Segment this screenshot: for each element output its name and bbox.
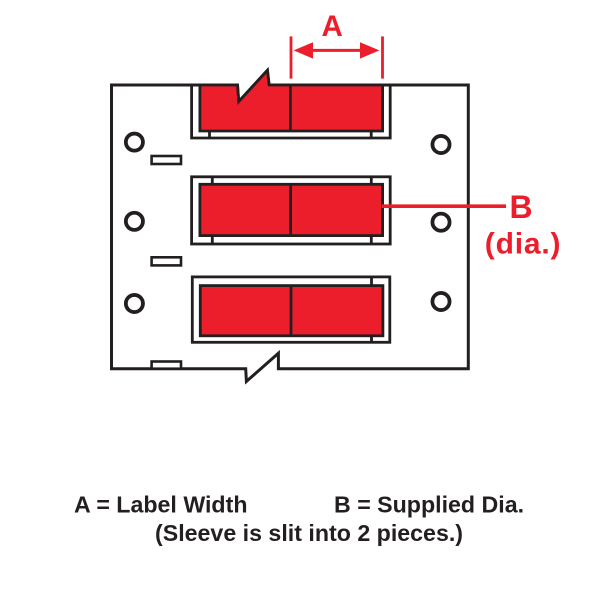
svg-text:(Sleeve is slit into 2 pieces.: (Sleeve is slit into 2 pieces.)	[155, 520, 463, 546]
svg-text:A: A	[322, 10, 343, 43]
svg-text:A = Label Width: A = Label Width	[74, 492, 248, 518]
svg-text:B = Supplied Dia.: B = Supplied Dia.	[334, 492, 524, 518]
svg-text:B: B	[510, 189, 533, 225]
svg-text:(dia.): (dia.)	[485, 228, 561, 261]
